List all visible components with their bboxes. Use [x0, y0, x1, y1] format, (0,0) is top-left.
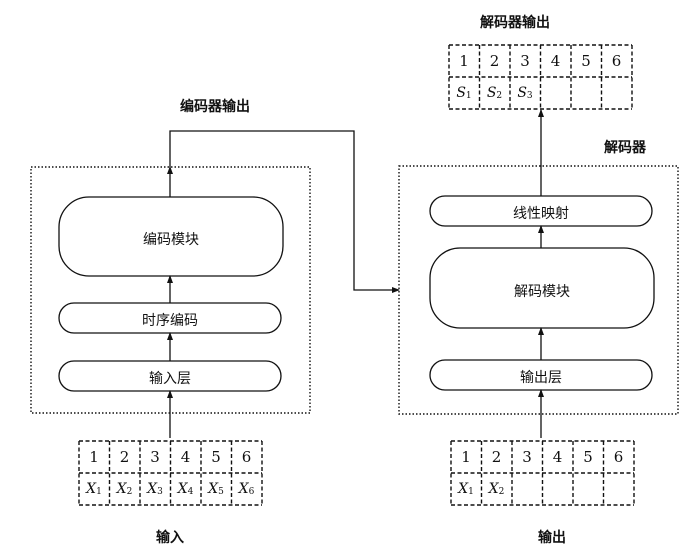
decoder-output-grid-index-cell: 3	[520, 51, 530, 70]
input-grid-index-cell: 6	[241, 447, 252, 466]
output-grid-index-cell: 6	[613, 447, 624, 466]
decoding-module-label: 解码模块	[514, 284, 570, 300]
decoder-output-grid-index-cell: 5	[581, 51, 591, 70]
input-grid-index-cell: 2	[119, 447, 130, 466]
output-grid-index-cell: 5	[583, 447, 593, 466]
output-grid-symbol-cell	[573, 474, 603, 503]
input-grid-index-cell: 5	[211, 447, 221, 466]
output-grid-index-cell: 3	[522, 447, 532, 466]
output-grid-index-cell: 2	[491, 447, 502, 466]
output-grid-symbol-cell	[543, 474, 573, 503]
linear-projection-label: 线性映射	[513, 206, 569, 222]
decoder-output-grid-symbol-cell	[571, 78, 601, 107]
input-caption: 输入	[156, 530, 184, 546]
output-grid-symbol-cell	[604, 474, 634, 503]
output-layer-label: 输出层	[520, 370, 562, 386]
temporal-encoding-label: 时序编码	[142, 313, 198, 329]
input-grid-index-cell: 3	[150, 447, 160, 466]
decoder-output-grid-index-cell: 6	[611, 51, 622, 70]
encoding-module-label: 编码模块	[143, 232, 199, 248]
decoder-output-grid-index-cell: 1	[459, 51, 469, 70]
output-grid-index-cell: 4	[552, 447, 563, 466]
output-caption: 输出	[538, 530, 566, 546]
decoder-output-grid-symbol-cell	[541, 78, 571, 107]
decoder-title: 解码器	[604, 140, 646, 156]
decoder-output-grid-symbol-cell	[602, 78, 632, 107]
decoder-output-label: 解码器输出	[480, 15, 550, 31]
decoder-output-grid-index-cell: 4	[550, 51, 561, 70]
decoder-container	[398, 165, 679, 415]
decoder-output-grid-index-cell: 2	[489, 51, 500, 70]
input-grid-index-cell: 1	[89, 447, 99, 466]
output-grid-index-cell: 1	[461, 447, 471, 466]
encoder-to-decoder-connector	[169, 130, 400, 293]
output-grid-symbol-cell	[512, 474, 542, 503]
encoder-output-label: 编码器输出	[180, 99, 250, 115]
input-layer-label: 输入层	[149, 371, 191, 387]
input-grid-index-cell: 4	[180, 447, 191, 466]
